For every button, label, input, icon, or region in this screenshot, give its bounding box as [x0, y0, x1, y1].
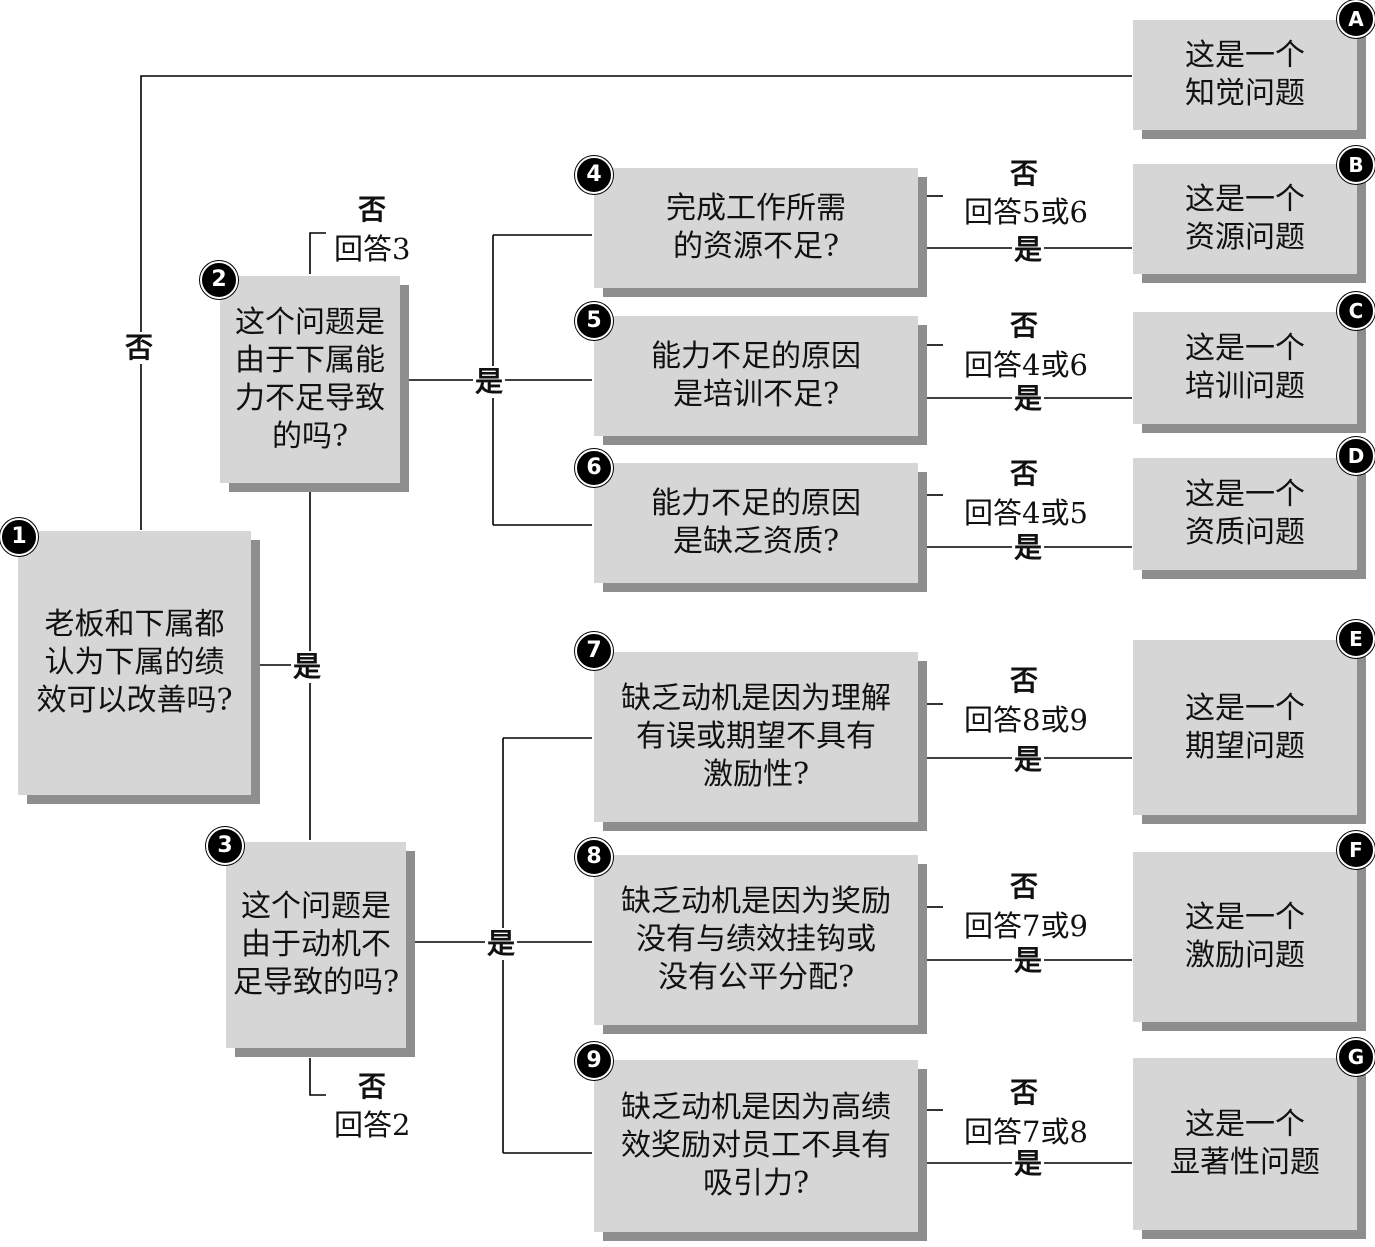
step-badge-3: 3	[206, 827, 244, 865]
outcome-badge-d: D	[1337, 437, 1375, 475]
q5-yes-label: 是	[1012, 382, 1045, 415]
question-text-3: 这个问题是 由于动机不 足导致的吗?	[232, 889, 400, 1000]
question-text-7: 缺乏动机是因为理解 有误或期望不具有 激励性?	[621, 681, 891, 792]
question-text-1: 老板和下属都 认为下属的绩 效可以改善吗?	[36, 607, 233, 718]
q9-no-hint: 回答7或8	[964, 1115, 1088, 1149]
question-box-5: 能力不足的原因 是培训不足?	[594, 316, 918, 436]
outcome-box-e: 这是一个 期望问题	[1133, 640, 1357, 815]
outcome-text-g: 这是一个 显著性问题	[1170, 1107, 1320, 1180]
step-badge-2: 2	[200, 261, 238, 299]
question-text-5: 能力不足的原因 是培训不足?	[651, 339, 861, 412]
q1-no-label: 否	[123, 331, 156, 364]
q2-no-hint: 回答3	[334, 232, 411, 266]
outcome-box-d: 这是一个 资质问题	[1133, 458, 1357, 570]
q6-no-label: 否	[1008, 457, 1041, 490]
outcome-text-b: 这是一个 资源问题	[1185, 182, 1305, 255]
question-box-1: 老板和下属都 认为下属的绩 效可以改善吗?	[18, 531, 251, 795]
q7-no-label: 否	[1008, 664, 1041, 697]
q6-no-hint: 回答4或5	[964, 496, 1088, 530]
outcome-badge-g: G	[1337, 1038, 1375, 1076]
outcome-box-f: 这是一个 激励问题	[1133, 852, 1357, 1022]
outcome-badge-b: B	[1337, 146, 1375, 184]
question-box-6: 能力不足的原因 是缺乏资质?	[594, 463, 918, 583]
q4-no-hint: 回答5或6	[964, 195, 1088, 229]
question-text-8: 缺乏动机是因为奖励 没有与绩效挂钩或 没有公平分配?	[621, 884, 891, 995]
outcome-badge-f: F	[1337, 831, 1375, 869]
q9-no-label: 否	[1008, 1076, 1041, 1109]
question-text-4: 完成工作所需 的资源不足?	[666, 191, 846, 264]
step-badge-9: 9	[575, 1042, 613, 1080]
outcome-badge-e: E	[1337, 620, 1375, 658]
question-text-2: 这个问题是 由于下属能 力不足导致 的吗?	[235, 304, 385, 454]
q8-yes-label: 是	[1012, 944, 1045, 977]
outcome-text-d: 这是一个 资质问题	[1185, 477, 1305, 550]
outcome-badge-c: C	[1337, 292, 1375, 330]
q3-no-hint: 回答2	[334, 1108, 411, 1142]
step-badge-7: 7	[575, 632, 613, 670]
question-box-9: 缺乏动机是因为高绩 效奖励对员工不具有 吸引力?	[594, 1060, 918, 1232]
outcome-text-a: 这是一个 知觉问题	[1185, 38, 1305, 111]
q3-yes-label: 是	[485, 927, 518, 960]
q8-no-hint: 回答7或9	[964, 909, 1088, 943]
outcome-box-g: 这是一个 显著性问题	[1133, 1058, 1357, 1230]
step-badge-5: 5	[575, 302, 613, 340]
q2-no-label: 否	[356, 193, 389, 226]
outcome-text-e: 这是一个 期望问题	[1185, 690, 1305, 764]
question-box-7: 缺乏动机是因为理解 有误或期望不具有 激励性?	[594, 652, 918, 822]
q7-no-hint: 回答8或9	[964, 703, 1088, 737]
step-badge-1: 1	[0, 518, 38, 556]
question-box-3: 这个问题是 由于动机不 足导致的吗?	[226, 842, 406, 1048]
q6-yes-label: 是	[1012, 531, 1045, 564]
q7-yes-label: 是	[1012, 743, 1045, 776]
outcome-badge-a: A	[1337, 0, 1375, 38]
q2-yes-label: 是	[473, 365, 506, 398]
q3-no-label: 否	[356, 1070, 389, 1103]
question-text-9: 缺乏动机是因为高绩 效奖励对员工不具有 吸引力?	[621, 1090, 891, 1201]
outcome-text-c: 这是一个 培训问题	[1185, 331, 1305, 404]
step-badge-8: 8	[575, 838, 613, 876]
q5-no-hint: 回答4或6	[964, 348, 1088, 382]
question-text-6: 能力不足的原因 是缺乏资质?	[651, 486, 861, 559]
q1-yes-label: 是	[291, 650, 324, 683]
step-badge-6: 6	[575, 449, 613, 487]
outcome-box-b: 这是一个 资源问题	[1133, 164, 1357, 274]
outcome-text-f: 这是一个 激励问题	[1185, 900, 1305, 973]
q4-no-label: 否	[1008, 157, 1041, 190]
outcome-box-a: 这是一个 知觉问题	[1133, 20, 1357, 130]
q8-no-label: 否	[1008, 870, 1041, 903]
step-badge-4: 4	[575, 156, 613, 194]
q5-no-label: 否	[1008, 309, 1041, 342]
q4-yes-label: 是	[1012, 233, 1045, 266]
question-box-4: 完成工作所需 的资源不足?	[594, 168, 918, 288]
q9-yes-label: 是	[1012, 1147, 1045, 1180]
question-box-2: 这个问题是 由于下属能 力不足导致 的吗?	[220, 276, 400, 483]
outcome-box-c: 这是一个 培训问题	[1133, 312, 1357, 424]
question-box-8: 缺乏动机是因为奖励 没有与绩效挂钩或 没有公平分配?	[594, 855, 918, 1025]
